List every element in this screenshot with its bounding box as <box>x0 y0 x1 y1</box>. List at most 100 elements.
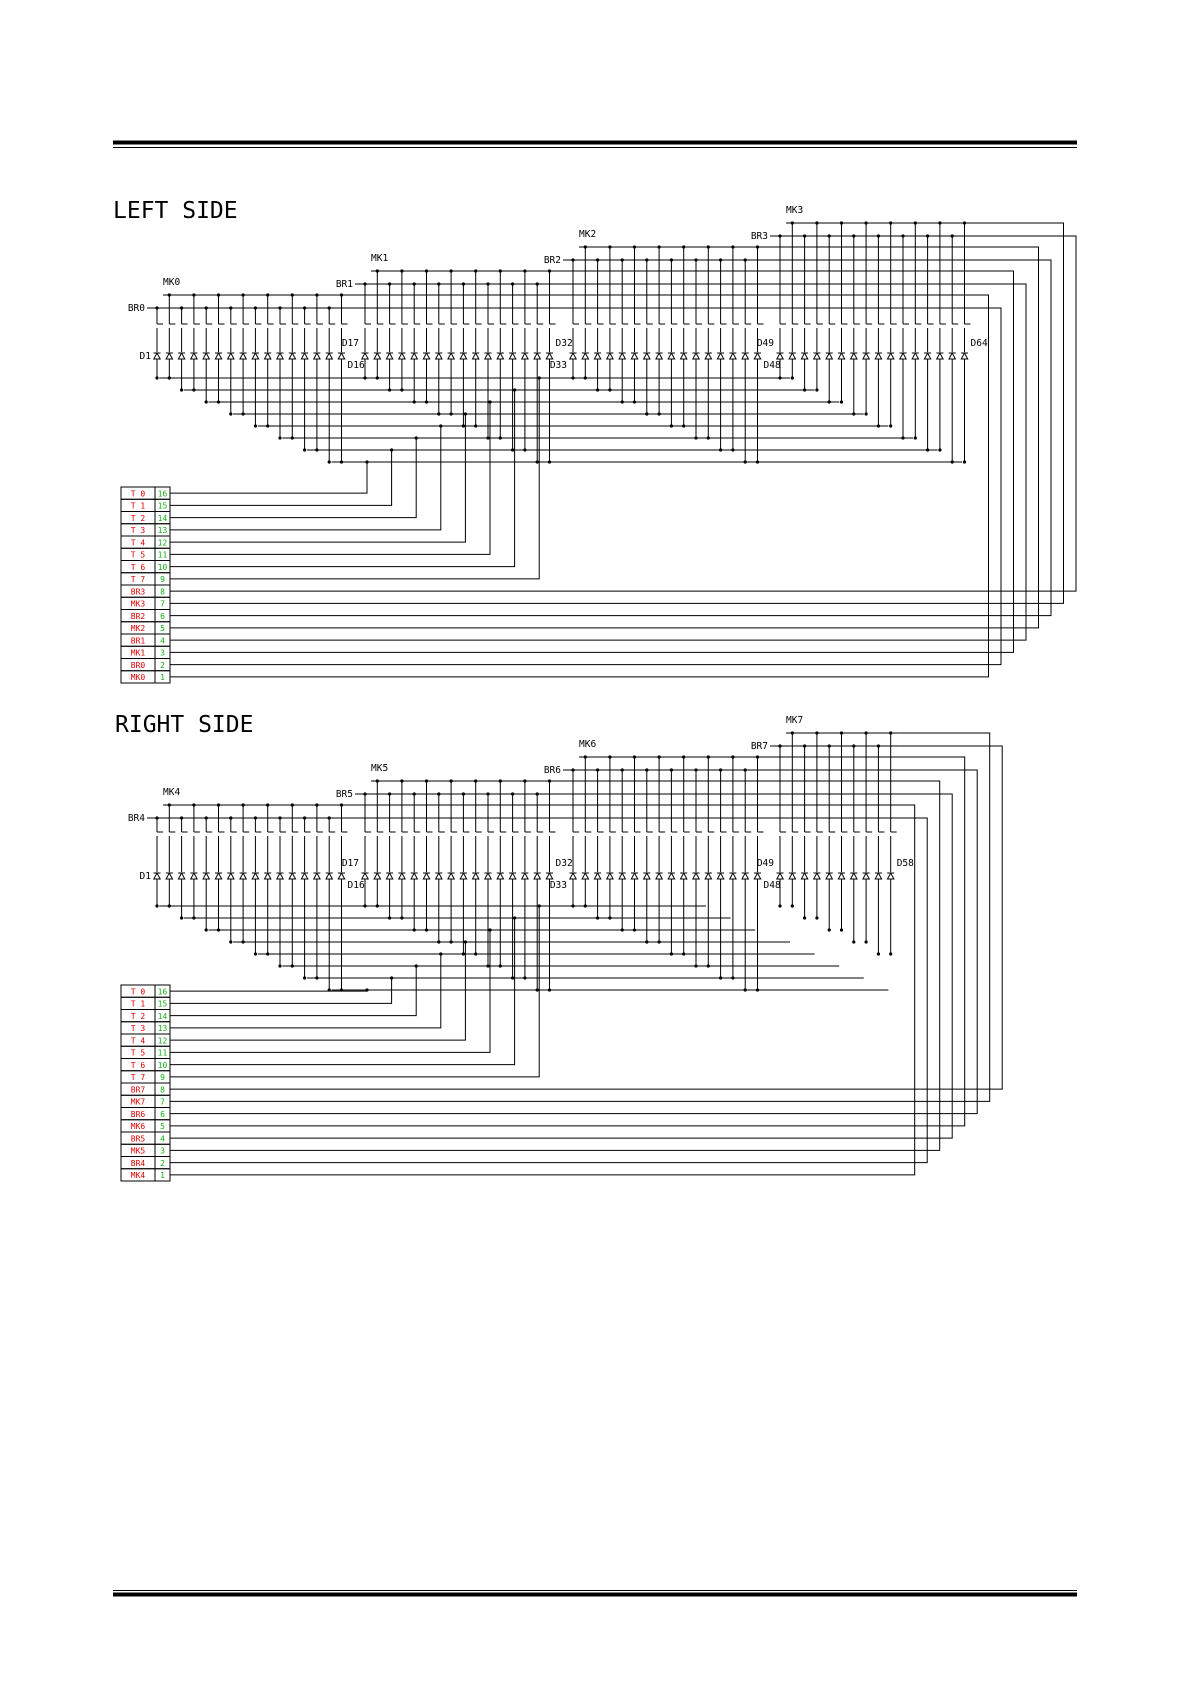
diode-symbol <box>825 871 834 880</box>
junction-dot <box>839 221 844 225</box>
connector-pin-number: 5 <box>160 624 165 633</box>
junction-dot <box>645 412 649 416</box>
junction-dot <box>719 448 723 452</box>
feed-line <box>170 780 941 1151</box>
connector-signal-name: BR5 <box>131 1134 146 1143</box>
junction-dot <box>839 928 844 932</box>
connector-signal-name: MK5 <box>131 1147 146 1156</box>
diode-symbol <box>288 351 297 360</box>
junction-dot <box>657 245 661 249</box>
junction-dot <box>192 388 196 392</box>
diode-ref: D32 <box>556 338 573 349</box>
feed-line <box>170 307 1002 666</box>
junction-dot <box>815 916 819 920</box>
connector-signal-name: T 4 <box>131 1036 146 1045</box>
junction-dot <box>889 221 893 225</box>
junction-dot <box>852 412 856 416</box>
junction-dot <box>375 779 379 783</box>
net-label-br: BR4 <box>128 813 145 824</box>
connector-signal-name: MK3 <box>131 600 146 609</box>
diode-symbol <box>704 351 713 360</box>
diode-symbol <box>459 871 468 880</box>
diode-symbol <box>716 351 725 360</box>
junction-dot <box>743 258 747 262</box>
junction-dot <box>778 904 782 908</box>
junction-dot <box>363 376 367 380</box>
connector-signal-name: T 1 <box>131 1000 146 1009</box>
diode-symbol <box>300 871 309 880</box>
junction-dot <box>266 803 270 807</box>
junction-dot <box>278 816 282 820</box>
junction-dot <box>523 779 527 783</box>
feed-line <box>170 732 991 1102</box>
junction-dot <box>180 816 184 820</box>
junction-dot <box>327 306 331 310</box>
connector-pin-number: 12 <box>158 1036 168 1045</box>
diode-symbol <box>410 351 419 360</box>
junction-dot <box>743 988 747 992</box>
junction-dot <box>498 269 502 273</box>
diode-symbol <box>630 871 639 880</box>
connector-pin-number: 6 <box>160 612 165 621</box>
connector-pin-cell <box>154 670 171 684</box>
diode-symbol <box>874 871 883 880</box>
junction-dot <box>682 245 686 249</box>
diode-ref: D48 <box>764 360 781 371</box>
connector-signal-name: BR4 <box>131 1159 146 1168</box>
junction-dot <box>363 904 367 908</box>
junction-dot <box>155 306 159 310</box>
junction-dot <box>926 234 930 238</box>
feed-line <box>170 745 1003 1090</box>
junction-dot <box>537 376 541 380</box>
diode-symbol <box>520 351 529 360</box>
connector-signal-name: BR2 <box>131 612 146 621</box>
junction-dot <box>253 952 257 956</box>
diode-symbol <box>226 351 235 360</box>
junction-dot <box>474 779 478 783</box>
junction-dot <box>424 928 429 932</box>
junction-dot <box>876 744 881 748</box>
junction-dot <box>241 940 245 944</box>
junction-dot <box>510 448 515 452</box>
diode-symbol <box>251 871 260 880</box>
connector-signal-name: MK2 <box>131 624 146 633</box>
junction-dot <box>192 916 196 920</box>
diode-symbol <box>704 871 713 880</box>
diode-symbol <box>508 351 517 360</box>
connector-pin-number: 4 <box>160 636 165 645</box>
diode-symbol <box>593 871 602 880</box>
junction-dot <box>608 245 612 249</box>
diode-symbol <box>741 351 750 360</box>
feed-line <box>170 769 978 1115</box>
feed-line <box>170 246 1039 629</box>
tap-line <box>170 378 540 580</box>
connector-signal-name: MK4 <box>131 1171 146 1180</box>
junction-dot <box>339 803 344 807</box>
connector-pin-number: 15 <box>158 502 168 511</box>
junction-dot <box>290 803 294 807</box>
junction-dot <box>315 448 319 452</box>
diode-symbol <box>263 351 272 360</box>
diode-symbol <box>447 871 456 880</box>
diode-symbol <box>483 871 493 880</box>
diode-ref: D33 <box>550 880 567 891</box>
junction-dot <box>694 436 698 440</box>
junction-dot <box>155 904 159 908</box>
junction-dot <box>706 436 710 440</box>
connector-signal-name: T 0 <box>131 987 146 996</box>
connector-signal-name: T 5 <box>131 551 146 560</box>
diode-symbol <box>385 351 394 360</box>
junction-dot <box>839 400 844 404</box>
junction-dot <box>375 269 379 273</box>
junction-dot <box>474 424 478 428</box>
junction-dot <box>180 306 184 310</box>
connector-signal-name: BR6 <box>131 1110 146 1119</box>
junction-dot <box>461 952 465 956</box>
diode-symbol <box>862 871 871 880</box>
junction-dot <box>669 952 674 956</box>
junction-dot <box>412 282 416 286</box>
junction-dot <box>400 779 404 783</box>
junction-dot <box>510 792 515 796</box>
